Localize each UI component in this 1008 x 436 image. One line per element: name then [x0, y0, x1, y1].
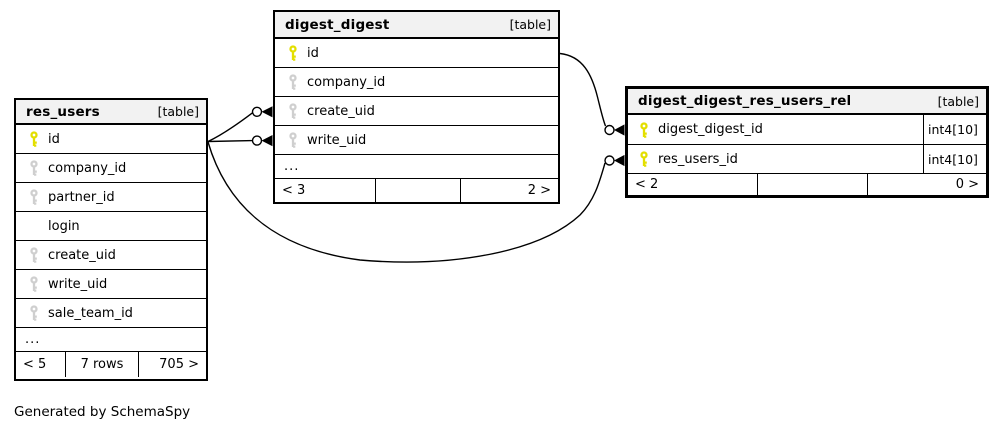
footer-children-count: < 2	[635, 177, 659, 192]
table-digest-digest[interactable]: digest_digest [table] id company_id crea…	[273, 10, 560, 204]
foreign-key-icon	[288, 132, 298, 148]
zero-circle-marker	[604, 124, 615, 136]
column-row[interactable]: sale_team_id	[16, 299, 206, 328]
table-footer: < 2 0 >	[628, 174, 986, 195]
relationship-line-digest-rel	[559, 52, 607, 127]
foreign-key-icon	[288, 103, 298, 119]
foreign-key-icon	[29, 305, 39, 321]
column-row[interactable]: partner_id	[16, 183, 206, 212]
generated-by-caption: Generated by SchemaSpy	[14, 404, 191, 420]
more-columns-row[interactable]: ...	[16, 328, 206, 352]
column-row[interactable]: create_uid	[16, 241, 206, 270]
column-row[interactable]: id	[275, 39, 558, 68]
more-columns-row[interactable]: ...	[275, 155, 558, 179]
column-name: write_uid	[48, 276, 108, 292]
relationship-line-res-users-write-uid	[207, 139, 253, 143]
zero-circle-marker	[251, 106, 263, 118]
table-type-badge: [table]	[509, 17, 551, 32]
table-header-digest-digest[interactable]: digest_digest [table]	[275, 12, 558, 39]
foreign-key-icon	[29, 160, 39, 176]
footer-row-count	[375, 179, 460, 202]
foreign-key-icon	[29, 247, 39, 263]
footer-row-count: 7 rows	[65, 352, 138, 377]
column-name: res_users_id	[658, 151, 738, 167]
table-name: res_users	[26, 103, 100, 120]
column-name: id	[48, 131, 60, 147]
column-name: create_uid	[48, 247, 116, 263]
column-row[interactable]: id	[16, 125, 206, 154]
column-row[interactable]: login	[16, 212, 206, 241]
foreign-key-icon	[288, 74, 298, 90]
table-header-res-users[interactable]: res_users [table]	[16, 100, 206, 125]
footer-parents-count: 705 >	[138, 352, 206, 377]
crowfoot-arrow-marker	[261, 135, 273, 147]
table-name: digest_digest	[285, 16, 390, 33]
column-type: int4[10]	[923, 115, 986, 144]
table-res-users[interactable]: res_users [table] id company_id partner_…	[14, 98, 208, 381]
footer-row-count	[757, 174, 867, 195]
column-name: create_uid	[307, 103, 375, 119]
primary-key-icon	[639, 121, 649, 138]
relationship-line-res-users-create-uid	[207, 112, 253, 143]
column-row[interactable]: digest_digest_id int4[10]	[628, 115, 986, 145]
crowfoot-arrow-marker	[261, 106, 273, 118]
zero-circle-marker	[604, 155, 615, 166]
column-name: company_id	[307, 74, 386, 90]
footer-children-count: < 5	[23, 357, 47, 372]
footer-parents-count: 0 >	[867, 174, 986, 195]
column-type: int4[10]	[923, 145, 986, 173]
column-name: write_uid	[307, 132, 367, 148]
column-row[interactable]: company_id	[275, 68, 558, 97]
column-row[interactable]: company_id	[16, 154, 206, 183]
table-footer: < 3 2 >	[275, 179, 558, 202]
crowfoot-arrow-marker	[614, 154, 625, 167]
footer-children-count: < 3	[282, 183, 306, 198]
footer-parents-count: 2 >	[460, 179, 558, 202]
table-header-digest-digest-res-users-rel[interactable]: digest_digest_res_users_rel [table]	[628, 89, 986, 115]
column-row[interactable]: create_uid	[275, 97, 558, 126]
column-name: company_id	[48, 160, 127, 176]
column-row[interactable]: write_uid	[275, 126, 558, 155]
table-type-badge: [table]	[937, 93, 979, 109]
no-key-spacer	[29, 218, 39, 234]
foreign-key-icon	[29, 189, 39, 205]
primary-key-icon	[639, 151, 649, 167]
table-type-badge: [table]	[157, 104, 199, 119]
column-row[interactable]: res_users_id int4[10]	[628, 145, 986, 174]
zero-circle-marker	[251, 135, 263, 146]
column-name: sale_team_id	[48, 305, 133, 321]
table-name: digest_digest_res_users_rel	[638, 93, 852, 109]
crowfoot-arrow-marker	[614, 124, 625, 136]
column-name: partner_id	[48, 189, 115, 205]
table-digest-digest-res-users-rel[interactable]: digest_digest_res_users_rel [table] dige…	[625, 86, 989, 198]
column-name: login	[48, 218, 80, 234]
column-name: id	[307, 45, 319, 61]
foreign-key-icon	[29, 276, 39, 292]
column-row[interactable]: write_uid	[16, 270, 206, 299]
primary-key-icon	[288, 45, 298, 61]
column-name: digest_digest_id	[658, 122, 763, 137]
primary-key-icon	[29, 131, 39, 147]
table-footer: < 5 7 rows 705 >	[16, 352, 206, 377]
